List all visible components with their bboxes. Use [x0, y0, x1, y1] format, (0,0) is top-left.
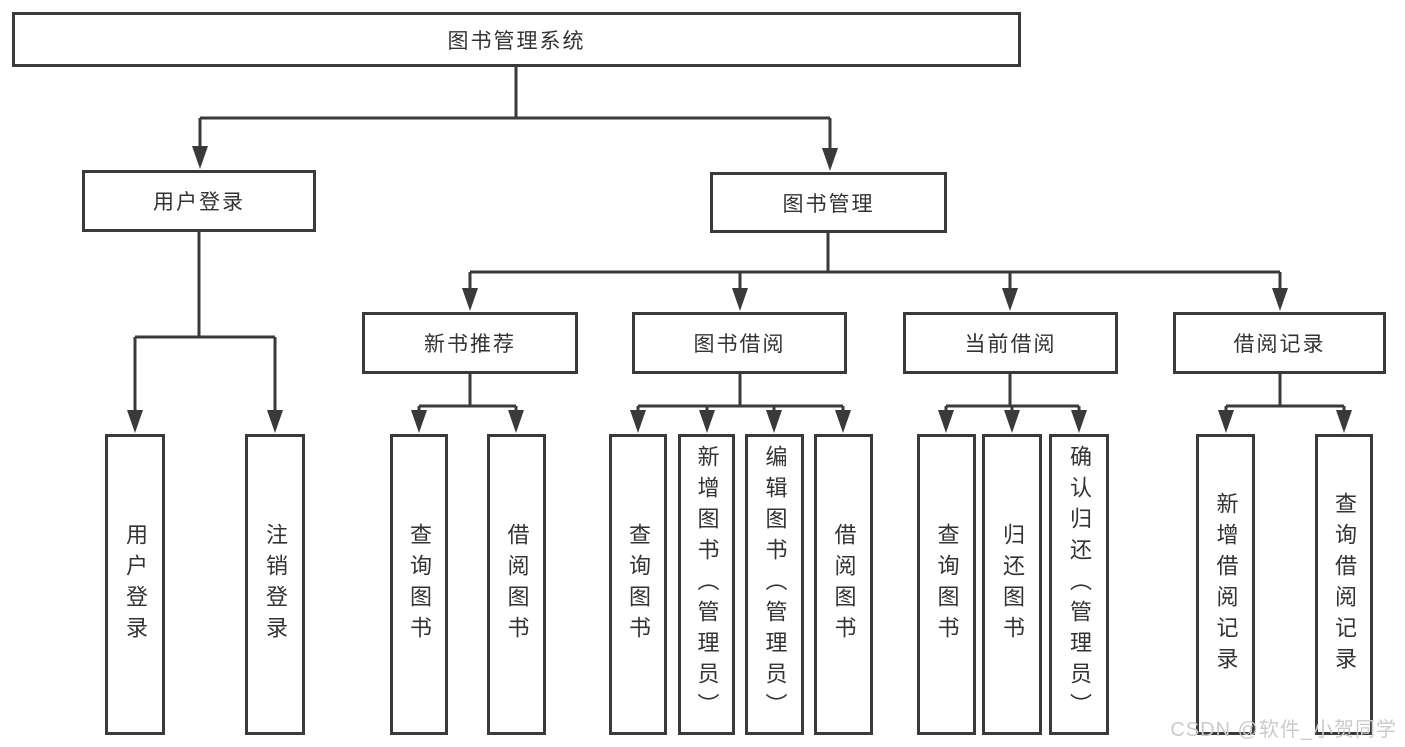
arrowhead	[630, 410, 646, 433]
node-label: 查询图书	[407, 522, 432, 647]
connector-borrow-records-fork	[1224, 374, 1346, 418]
node-label: 用户登录	[153, 191, 245, 214]
node-label: 查询图书	[934, 522, 960, 647]
arrowhead	[1336, 410, 1352, 433]
node-user-login-branch: 用户登录	[82, 170, 316, 232]
leaf-current-query-books: 查询图书	[917, 434, 976, 735]
node-label: 新书推荐	[424, 333, 516, 356]
arrowhead	[1002, 288, 1018, 311]
arrowhead	[462, 288, 478, 311]
node-label: 注销登录	[263, 522, 288, 647]
node-label: 查询借阅记录	[1332, 491, 1357, 678]
arrowhead	[192, 146, 208, 169]
node-label: 用户登录	[123, 522, 148, 647]
node-label: 编辑图书（管理员）	[762, 445, 788, 724]
arrowhead	[1218, 410, 1234, 433]
leaf-recommend-borrow-books: 借阅图书	[487, 434, 546, 735]
leaf-records-add-record: 新增借阅记录	[1196, 434, 1255, 735]
leaf-borrow-add-books-admin: 新增图书（管理员）	[678, 434, 735, 735]
arrowhead	[699, 410, 715, 433]
connector-new-book-recommend-fork	[417, 374, 518, 418]
node-current-borrow: 当前借阅	[903, 312, 1118, 374]
leaf-borrow-borrow-books: 借阅图书	[814, 434, 873, 735]
arrowhead	[766, 410, 782, 433]
arrowhead	[127, 410, 143, 433]
leaf-current-return-books: 归还图书	[982, 434, 1042, 735]
leaf-borrow-query-books: 查询图书	[609, 434, 667, 735]
node-label: 图书借阅	[693, 333, 786, 356]
connector-book-management-fork	[468, 233, 1282, 295]
node-new-book-recommend: 新书推荐	[362, 312, 578, 374]
arrowhead	[835, 410, 851, 433]
node-label: 新增借阅记录	[1213, 491, 1239, 678]
leaf-borrow-edit-books-admin: 编辑图书（管理员）	[745, 434, 804, 735]
node-label: 借阅图书	[504, 522, 530, 647]
node-label: 借阅记录	[1233, 333, 1326, 356]
arrowhead	[1071, 410, 1087, 433]
node-label: 新增图书（管理员）	[694, 445, 720, 724]
node-label: 当前借阅	[964, 333, 1057, 356]
arrowhead	[938, 410, 954, 433]
node-label: 查询图书	[626, 522, 651, 647]
connector-book-borrow-fork	[636, 374, 845, 418]
node-label: 确认归还（管理员）	[1067, 445, 1092, 724]
csdn-watermark: CSDN @软件_小贺同学	[1170, 719, 1397, 741]
leaf-recommend-query-books: 查询图书	[390, 434, 448, 735]
node-root-book-management-system: 图书管理系统	[12, 12, 1021, 67]
arrowhead	[411, 410, 427, 433]
leaf-records-query-record: 查询借阅记录	[1315, 434, 1373, 735]
arrowhead	[822, 148, 838, 171]
node-book-borrow: 图书借阅	[632, 312, 847, 374]
leaf-current-confirm-return-admin: 确认归还（管理员）	[1049, 434, 1109, 735]
node-label: 借阅图书	[831, 522, 857, 647]
connector-root-to-branches	[198, 67, 832, 154]
leaf-logout: 注销登录	[245, 434, 305, 735]
arrowhead	[1004, 410, 1020, 433]
arrowhead	[508, 410, 524, 433]
node-label: 图书管理	[782, 192, 875, 216]
connector-user-login-fork	[133, 232, 277, 416]
leaf-user-login: 用户登录	[105, 434, 165, 735]
node-label: 图书管理系统	[447, 29, 586, 53]
node-label: 归还图书	[1000, 522, 1025, 647]
node-borrow-records: 借阅记录	[1173, 312, 1386, 374]
arrowhead	[732, 288, 748, 311]
arrowhead	[267, 410, 283, 433]
arrowhead	[1272, 288, 1288, 311]
node-book-management-branch: 图书管理	[710, 172, 947, 233]
